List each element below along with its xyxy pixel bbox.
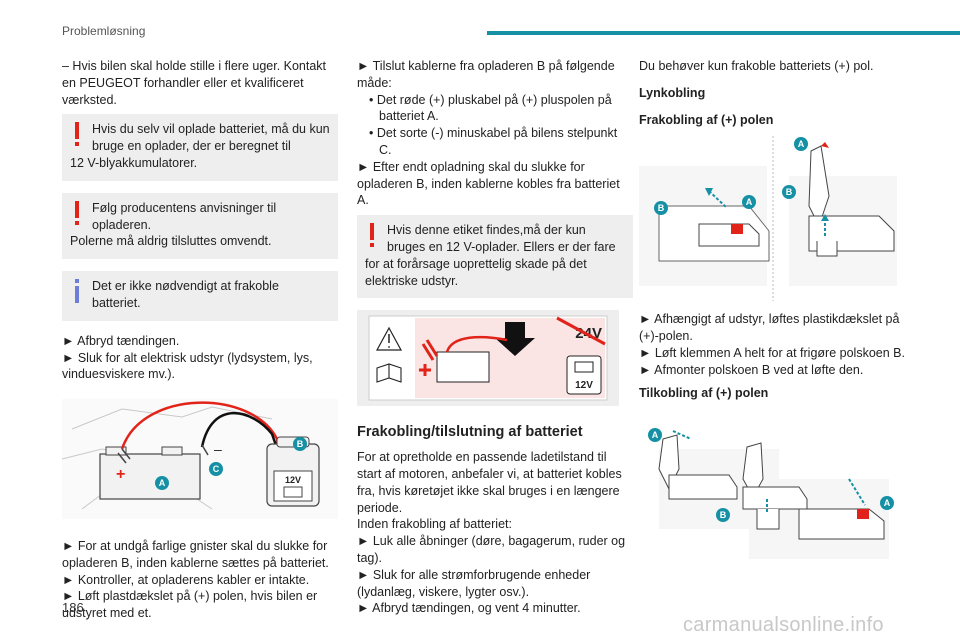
- bullet: • Det sorte (-) minuskabel på bilens ste…: [369, 126, 618, 157]
- subheading: Tilkobling af (+) polen: [639, 385, 769, 400]
- label-a: A: [884, 498, 891, 508]
- step: ► Løft plastdækslet på (+) polen, hvis b…: [62, 589, 318, 621]
- label-b: B: [297, 439, 304, 449]
- step: ► Tilslut kablerne fra opladeren B på fø…: [357, 59, 615, 90]
- info-text: Det er ikke nødvendigt at frakoble batte…: [92, 279, 279, 310]
- arrow-down-icon: [495, 322, 535, 357]
- page-number: 186: [62, 600, 84, 615]
- step: ► Afhængigt af udstyr, løftes plastikdæk…: [639, 312, 900, 344]
- section-header: Problemløsning: [62, 24, 146, 38]
- watermark: carmanualsonline.info: [683, 614, 884, 636]
- column-2: ► Tilslut kablerne fra opladeren B på fø…: [357, 58, 633, 623]
- label-b: B: [720, 510, 727, 520]
- bullet: • Det røde (+) pluskabel på (+) pluspole…: [369, 92, 612, 124]
- paragraph: Inden frakobling af batteriet:: [357, 517, 512, 532]
- warning-box: Følg producentens anvisninger til oplade…: [62, 192, 338, 260]
- label-b: B: [786, 187, 793, 197]
- label-c: C: [213, 464, 220, 474]
- label-b: B: [658, 203, 665, 213]
- label-a: A: [159, 478, 166, 488]
- paragraph: Du behøver kun frakoble batteriets (+) p…: [639, 59, 874, 73]
- paragraph: For at opretholde en passende ladetilsta…: [357, 450, 622, 515]
- warning-text-1: Hvis du selv vil oplade batteriet, må du…: [92, 122, 330, 154]
- warning-text-2: 12 V-blyakkumulatorer.: [70, 155, 198, 170]
- label-a: A: [652, 430, 659, 440]
- warning-box: Hvis denne etiket findes,må der kun brug…: [357, 215, 633, 299]
- step: ► Sluk for alle strømforbrugende enheder…: [357, 567, 591, 599]
- warning-box: Hvis du selv vil oplade batteriet, må du…: [62, 114, 338, 181]
- step: ► Afbryd tændingen, og vent 4 minutter.: [357, 601, 581, 616]
- warning-icon: [75, 122, 79, 147]
- step: ► Løft klemmen A helt for at frigøre pol…: [639, 345, 905, 360]
- warning-icon: [370, 223, 374, 248]
- column-3: Du behøver kun frakoble batteriets (+) p…: [639, 58, 915, 560]
- connect-terminal-figure: A B A: [648, 428, 894, 560]
- disconnect-terminal-figure: B A A B: [639, 136, 897, 302]
- step: ► Sluk for alt elektrisk udstyr (lydsyst…: [62, 350, 313, 382]
- warning-text-2: Polerne må aldrig tilsluttes omvendt.: [70, 234, 272, 249]
- plus-symbol: +: [116, 466, 125, 483]
- paragraph: – Hvis bilen skal holde stille i flere u…: [62, 59, 327, 107]
- step: ► Kontroller, at opladerens kabler er in…: [62, 572, 310, 587]
- info-box: Det er ikke nødvendigt at frakoble batte…: [62, 271, 338, 321]
- column-1: – Hvis bilen skal holde stille i flere u…: [61, 58, 338, 628]
- step: ► For at undgå farlige gnister skal du s…: [62, 538, 329, 570]
- label-12v: 12V: [575, 380, 593, 391]
- charger-label-figure: 24V 12V: [357, 310, 619, 407]
- label-a: A: [798, 139, 805, 149]
- warning-text-2: for at forårsage uoprettelig skade på de…: [365, 256, 587, 288]
- warning-text-1: Hvis denne etiket findes,må der kun brug…: [387, 223, 616, 254]
- warning-icon: [75, 200, 79, 225]
- label-a: A: [746, 197, 753, 207]
- section-heading: Frakobling/tilslutning af batteriet: [357, 424, 583, 441]
- header-accent-bar: [487, 31, 960, 35]
- subheading: Frakobling af (+) polen: [639, 112, 774, 127]
- manual-book-icon: [376, 363, 402, 384]
- subheading: Lynkobling: [639, 85, 706, 100]
- info-icon: [75, 279, 79, 304]
- minus-symbol: –: [214, 441, 222, 457]
- charger-connection-figure: – + 12V A C B: [61, 399, 338, 520]
- warning-text-1: Følg producentens anvisninger til oplade…: [92, 200, 277, 232]
- charger-voltage: 12V: [285, 475, 301, 485]
- step: ► Afmonter polskoen B ved at løfte den.: [639, 362, 864, 377]
- step: ► Afbryd tændingen.: [62, 333, 180, 348]
- warning-triangle-icon: [375, 327, 403, 351]
- step: ► Efter endt opladning skal du slukke fo…: [357, 159, 620, 208]
- step: ► Luk alle åbninger (døre, bagagerum, ru…: [357, 534, 626, 565]
